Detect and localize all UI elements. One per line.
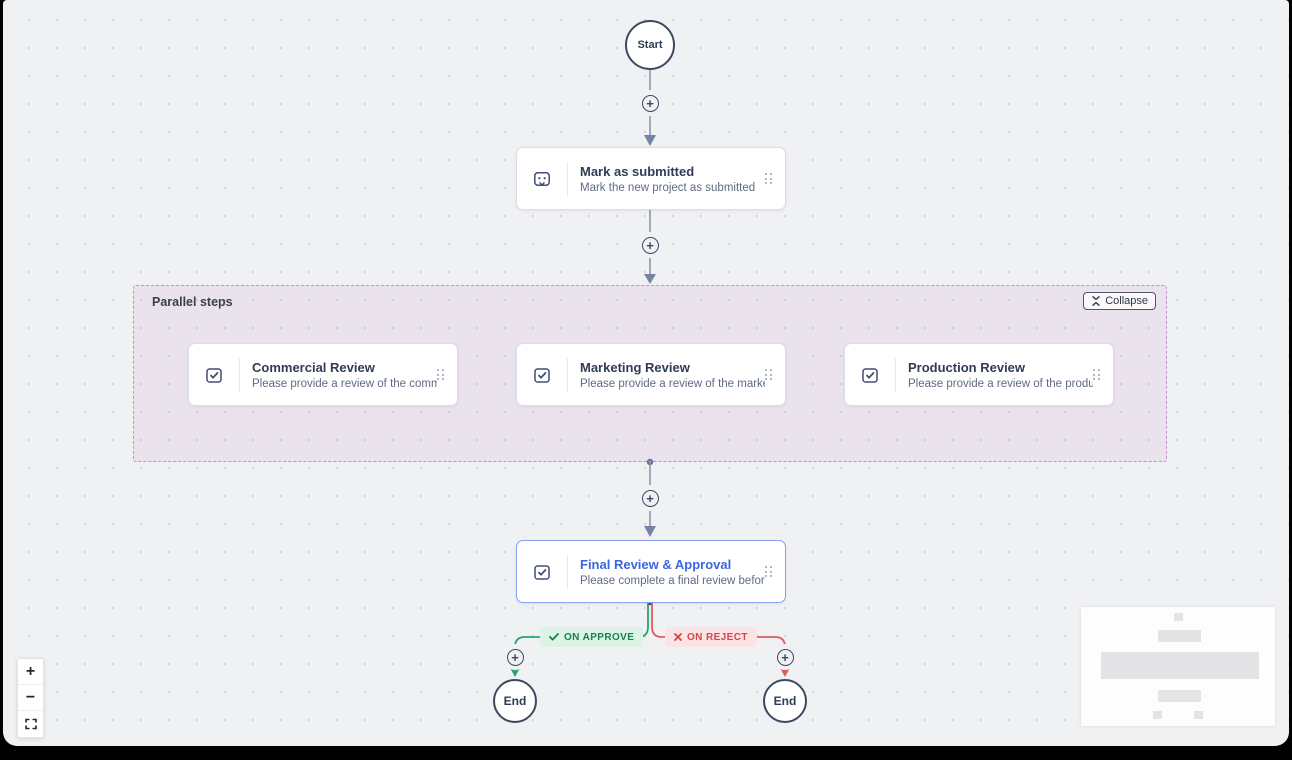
minimap-group-node xyxy=(1101,652,1259,679)
plus-icon: + xyxy=(506,648,524,666)
card-divider xyxy=(895,357,896,392)
end-node-label: End xyxy=(503,694,527,708)
step-production-review[interactable]: Production Review Please provide a revie… xyxy=(844,343,1114,406)
minus-icon: − xyxy=(25,688,36,706)
minimap-end-node xyxy=(1153,711,1162,719)
zoom-in-button[interactable]: + xyxy=(18,659,43,685)
add-step-button-3[interactable]: + xyxy=(637,485,663,511)
collapse-button-label: Collapse xyxy=(1105,295,1148,307)
step-subtitle: Please complete a final review before... xyxy=(580,574,765,587)
minimap-start-node xyxy=(1174,613,1183,621)
plus-icon: + xyxy=(776,648,794,666)
add-step-button-approve[interactable]: + xyxy=(502,644,528,670)
branch-label-text: ON APPROVE xyxy=(564,631,635,643)
branch-label-text: ON REJECT xyxy=(687,631,748,643)
canvas-controls: + − xyxy=(17,658,44,738)
start-node[interactable]: Start xyxy=(625,20,675,70)
step-title: Production Review xyxy=(908,359,1026,375)
add-step-button-1[interactable]: + xyxy=(637,90,663,116)
card-divider xyxy=(567,554,568,589)
approval-task-icon xyxy=(845,365,895,385)
step-marketing-review[interactable]: Marketing Review Please provide a review… xyxy=(516,343,786,406)
minimap-step-node xyxy=(1158,690,1201,702)
plus-icon: + xyxy=(25,662,36,680)
x-icon xyxy=(674,633,682,641)
plus-icon: + xyxy=(641,489,659,507)
drag-handle[interactable] xyxy=(765,566,773,577)
step-mark-as-submitted[interactable]: Mark as submitted Mark the new project a… xyxy=(516,147,786,210)
step-subtitle: Please provide a review of the market... xyxy=(580,377,765,390)
plus-icon: + xyxy=(641,236,659,254)
plus-icon: + xyxy=(641,94,659,112)
drag-handle[interactable] xyxy=(765,369,773,380)
step-title: Marketing Review xyxy=(580,359,690,375)
zoom-out-button[interactable]: − xyxy=(18,685,43,711)
card-divider xyxy=(567,161,568,196)
drag-handle[interactable] xyxy=(765,173,773,184)
approval-task-icon xyxy=(517,365,567,385)
approval-task-icon xyxy=(189,365,239,385)
step-title: Commercial Review xyxy=(252,359,375,375)
drag-handle[interactable] xyxy=(1093,369,1101,380)
fit-view-button[interactable] xyxy=(18,711,43,737)
end-node-approve[interactable]: End xyxy=(493,679,537,723)
add-step-button-2[interactable]: + xyxy=(637,232,663,258)
step-subtitle: Please provide a review of the produ... xyxy=(908,377,1093,390)
collapse-button[interactable]: Collapse xyxy=(1083,292,1156,310)
step-commercial-review[interactable]: Commercial Review Please provide a revie… xyxy=(188,343,458,406)
fit-view-icon xyxy=(24,718,37,730)
step-title: Final Review & Approval xyxy=(580,556,732,572)
minimap[interactable] xyxy=(1081,607,1275,726)
card-divider xyxy=(567,357,568,392)
step-final-review-approval[interactable]: Final Review & Approval Please complete … xyxy=(516,540,786,603)
step-title: Mark as submitted xyxy=(580,163,695,179)
flow-canvas[interactable]: Start + + + + + Mark as submitted Mark t… xyxy=(3,0,1289,746)
add-step-button-reject[interactable]: + xyxy=(772,644,798,670)
parallel-steps-label: Parallel steps xyxy=(152,295,233,309)
start-node-label: Start xyxy=(637,39,663,51)
plug-icon xyxy=(517,169,567,189)
step-subtitle: Mark the new project as submitted xyxy=(580,181,756,194)
branch-label-on-approve[interactable]: ON APPROVE xyxy=(540,627,644,647)
minimap-end-node xyxy=(1194,711,1203,719)
drag-handle[interactable] xyxy=(437,369,445,380)
step-subtitle: Please provide a review of the comm... xyxy=(252,377,437,390)
collapse-vertical-icon xyxy=(1092,296,1100,306)
minimap-step-node xyxy=(1158,630,1201,642)
end-node-label: End xyxy=(773,694,797,708)
end-node-reject[interactable]: End xyxy=(763,679,807,723)
check-icon xyxy=(549,633,559,641)
approval-task-icon xyxy=(517,562,567,582)
card-divider xyxy=(239,357,240,392)
branch-label-on-reject[interactable]: ON REJECT xyxy=(665,627,757,647)
